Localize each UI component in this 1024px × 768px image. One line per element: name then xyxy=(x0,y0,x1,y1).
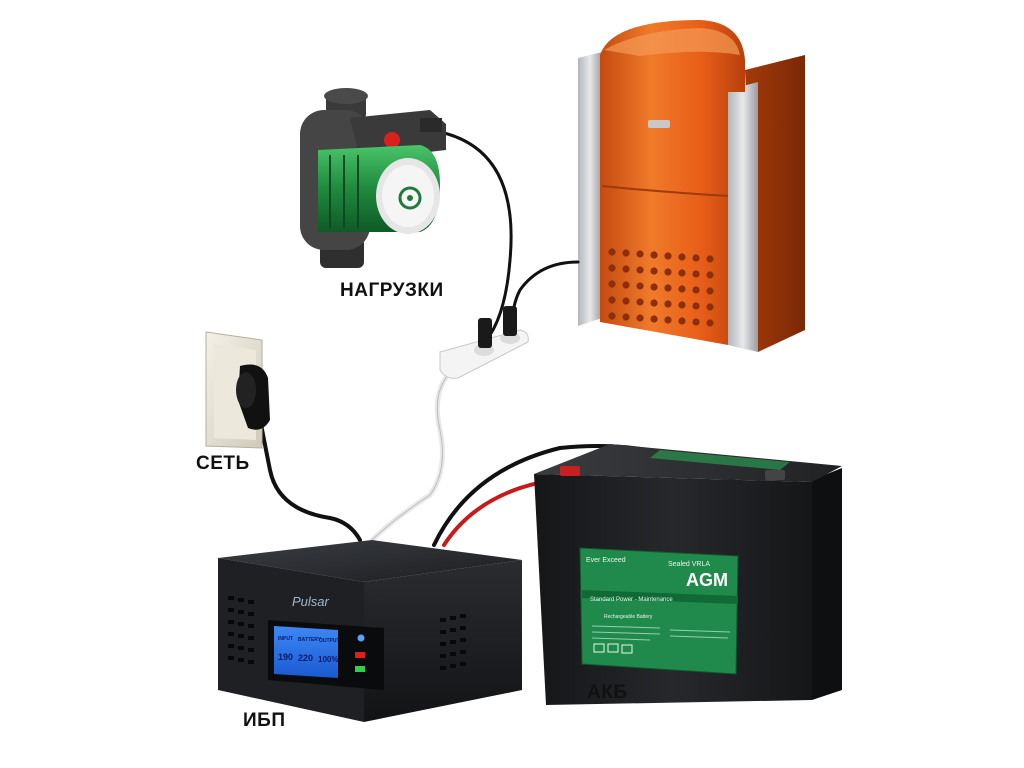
ups-screen-reading-battery: 220 xyxy=(298,653,313,663)
ups-lcd-screen xyxy=(274,626,338,678)
ups-indicator-green xyxy=(355,666,365,672)
ups-image: Pulsar INPUT BATTERY OUTPUT 190 220 100% xyxy=(218,540,522,722)
ups-screen-reading-output: 100% xyxy=(318,655,338,664)
ups-brand-label: Pulsar xyxy=(292,594,330,609)
loads-label: НАГРУЗКИ xyxy=(340,280,444,301)
battery-note: Rechargeable Battery xyxy=(604,614,653,620)
ups-screen-header-output: OUTPUT xyxy=(319,638,340,644)
battery-type-line: Sealed VRLA xyxy=(668,561,710,568)
boiler-image xyxy=(578,20,805,352)
battery-brand-label: Ever Exceed xyxy=(586,557,626,564)
ups-indicator-blue xyxy=(357,634,365,642)
ups-label: ИБП xyxy=(243,710,286,731)
ups-screen-header-battery: BATTERY xyxy=(298,637,322,643)
wall-socket-image xyxy=(205,331,270,449)
ups-screen-header-input: INPUT xyxy=(278,636,293,642)
ups-indicator-red xyxy=(355,652,365,658)
boiler-vent-holes xyxy=(608,248,714,327)
battery-image: Ever Exceed Sealed VRLA AGM Standard Pow… xyxy=(534,444,842,705)
battery-type-label: AGM xyxy=(686,570,728,590)
mains-label: СЕТЬ xyxy=(196,453,250,474)
battery-label: АКБ xyxy=(587,682,628,703)
ups-screen-reading-input: 190 xyxy=(278,652,293,662)
battery-subtitle: Standard Power - Maintenance xyxy=(590,597,673,603)
power-strip-image xyxy=(439,306,529,379)
circulation-pump-image xyxy=(300,88,446,268)
